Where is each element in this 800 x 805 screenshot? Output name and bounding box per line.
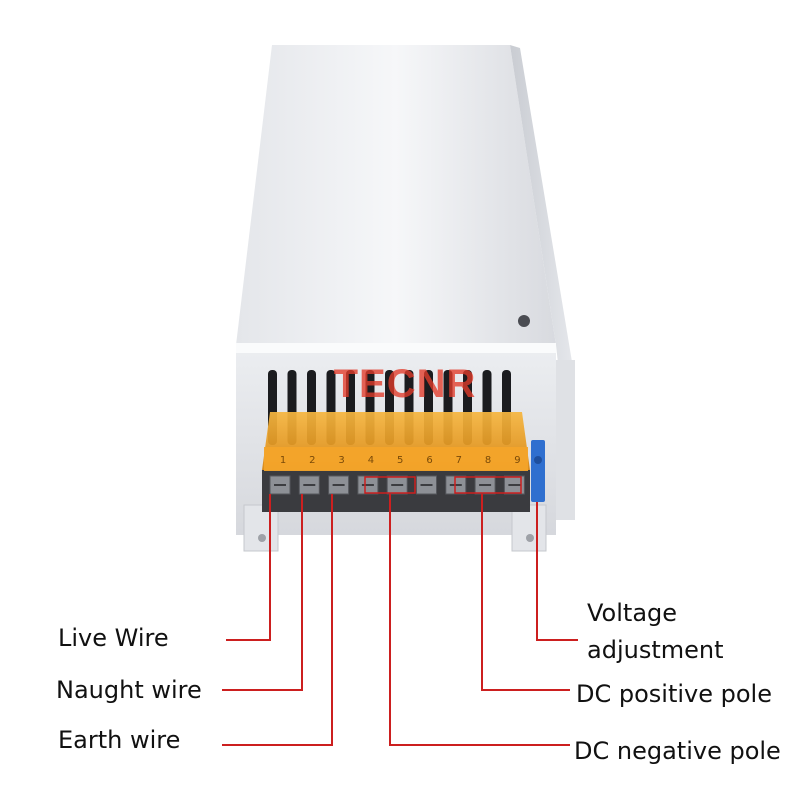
- label-voltage-line2: adjustment: [587, 636, 724, 664]
- leader-line: [389, 494, 570, 746]
- housing-lip: [236, 343, 556, 353]
- mounting-foot-right: [511, 504, 547, 552]
- terminal-screws: [269, 475, 525, 495]
- terminal-number: 7: [456, 455, 462, 466]
- leader-line: [222, 494, 303, 691]
- mounting-hole-left: [258, 534, 266, 542]
- watermark-text: TECNR: [333, 362, 477, 406]
- terminal-number: 4: [368, 455, 374, 466]
- leader-line: [222, 494, 333, 746]
- bracket-dc-positive: [454, 476, 522, 494]
- leader-line: [226, 494, 271, 641]
- terminal-number: 6: [426, 455, 432, 466]
- bracket-dc-negative: [364, 476, 416, 494]
- leader-line: [536, 502, 578, 641]
- label-live-wire: Live Wire: [58, 624, 169, 652]
- terminal-number: 8: [485, 455, 491, 466]
- terminal-number-row: 1 2 3 4 5 6 7 8 9: [280, 455, 521, 466]
- housing-top-face: [236, 45, 556, 345]
- terminal-number: 2: [309, 455, 315, 466]
- terminal-cover-strip: [264, 447, 528, 471]
- mounting-foot-left: [243, 504, 279, 552]
- label-dc-positive: DC positive pole: [576, 680, 772, 708]
- leader-line: [481, 494, 570, 691]
- terminal-number: 5: [397, 455, 403, 466]
- label-dc-negative: DC negative pole: [574, 737, 781, 765]
- terminal-number: 3: [338, 455, 344, 466]
- terminal-number: 9: [514, 455, 520, 466]
- terminal-number: 1: [280, 455, 286, 466]
- mounting-hole-right: [526, 534, 534, 542]
- label-naught-wire: Naught wire: [56, 676, 202, 704]
- label-earth-wire: Earth wire: [58, 726, 181, 754]
- screw-hole: [518, 315, 530, 327]
- housing-side-lower: [556, 360, 575, 520]
- label-voltage-line1: Voltage: [587, 599, 678, 627]
- adjust-pot: [531, 440, 545, 502]
- leader-lines: [222, 494, 578, 746]
- adjust-pot-screw: [534, 456, 542, 464]
